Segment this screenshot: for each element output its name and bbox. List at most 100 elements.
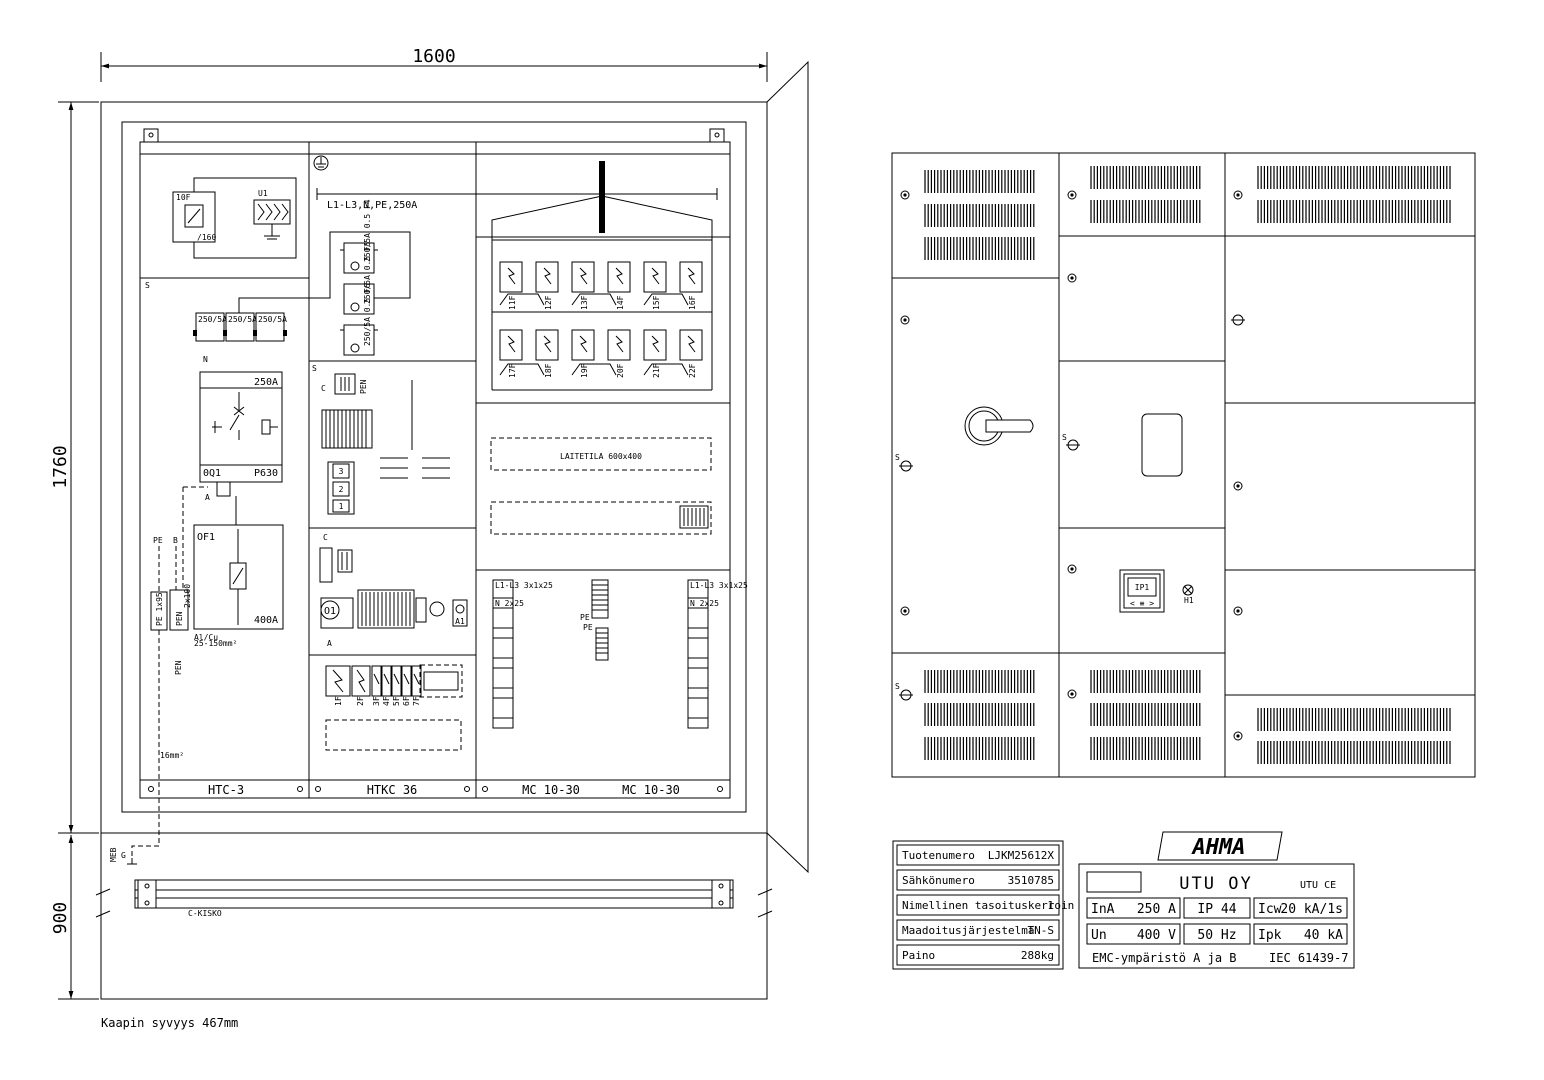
wire-label: 16mm²: [160, 751, 184, 760]
a-label: A: [327, 639, 332, 648]
product-table-label: Nimellinen tasoituskerroin: [902, 899, 1074, 912]
vent-grille: [1090, 670, 1201, 693]
pe-label: PE: [153, 536, 163, 545]
vent-grille: [1090, 200, 1201, 223]
depth-note: Kaapin syvyys 467mm: [101, 1016, 238, 1030]
product-table-label: Tuotenumero: [902, 849, 975, 862]
a1-label: A1: [455, 617, 465, 626]
pe-block-label: PE 1x95: [155, 592, 164, 626]
cable-note: 25-150mm²: [194, 639, 237, 648]
fuse-label: 19F: [580, 363, 589, 378]
fuse-label: 15F: [652, 295, 661, 310]
rating-cell: [1253, 923, 1348, 945]
busbar-label: L1-L3,N,PE,250A: [327, 200, 417, 211]
section-label: HTKC 36: [367, 783, 418, 797]
o1-label: O1: [324, 606, 336, 617]
s-mark: S: [895, 453, 900, 462]
fuse-label: 4F: [382, 696, 391, 706]
rating-value: 40 kA: [1304, 928, 1343, 943]
vent-grille: [924, 170, 1035, 193]
terminal-label: N 2x25: [495, 599, 524, 608]
cabinet-base: MEB G C-KISKO: [95, 847, 773, 918]
width-dimension: 1600: [412, 46, 455, 67]
fuse-label: 17F: [508, 363, 517, 378]
fuse-label: 18F: [544, 363, 553, 378]
q01-label: 0Q1: [203, 468, 221, 479]
door-lock-icon[interactable]: S: [895, 682, 913, 701]
fuse-label: 5F: [392, 696, 401, 706]
q01-rating: 250A: [254, 377, 278, 388]
lamp-number: 3: [339, 467, 344, 476]
rating-cell: [1183, 897, 1251, 919]
fuse-label: 250/5A 0.5 F6: [363, 283, 372, 346]
rating-name: Un: [1091, 928, 1107, 943]
terminal-strip-right: [687, 579, 709, 729]
htkc36-section: L1-L3,N,PE,250A 250/5A 0.5 F4 250/5A 0.5…: [312, 188, 718, 751]
product-table-row: [896, 894, 1060, 916]
rating-name: InA: [1091, 902, 1115, 917]
fuse-label: 21F: [652, 363, 661, 378]
fuse-label: 16F: [688, 295, 697, 310]
meb-label: MEB: [109, 847, 118, 862]
lamp-label: H1: [1184, 596, 1194, 605]
section-label: MC 10-30: [622, 783, 680, 797]
fuse-label: 7F: [412, 696, 421, 706]
fuse-label: 1F: [334, 696, 343, 706]
fuse-label: 2F: [356, 696, 365, 706]
vent-grille: [924, 204, 1035, 227]
indicator-lamp-icon: H1: [1182, 584, 1194, 605]
fuse-label: 20F: [616, 363, 625, 378]
product-table-label: Sähkönumero: [902, 874, 975, 887]
rating-value: 400 V: [1137, 928, 1176, 943]
fuse-label: 6F: [402, 696, 411, 706]
b-label: B: [173, 536, 178, 545]
terminal-label: L1-L3 3x1x25: [495, 581, 553, 590]
fuse-label: 14F: [616, 295, 625, 310]
product-table-row: [896, 869, 1060, 891]
s-marker: S: [312, 364, 317, 373]
main-switch-0q1: 250A 0Q1 P630 A: [199, 371, 283, 502]
door-lock-icon[interactable]: S: [895, 453, 913, 472]
pen-label: PEN: [359, 379, 368, 394]
rating-name: Icw: [1258, 902, 1282, 917]
rating-name: Ipk: [1258, 928, 1282, 943]
s-mark: S: [895, 682, 900, 691]
laitetila-label: LAITETILA 600x400: [560, 452, 642, 461]
vent-grille: [924, 737, 1035, 760]
product-table-label: Paino: [902, 949, 935, 962]
rating-value: 250 A: [1137, 902, 1176, 917]
main-switch-handle[interactable]: [964, 406, 1034, 446]
pe-label: PE: [583, 623, 593, 632]
section-labels: HTC-3 HTKC 36 MC 10-30 MC 10-30: [208, 783, 680, 797]
fuse-label: 250/5A 0.5 F4: [363, 199, 372, 262]
c-label: C: [321, 384, 326, 393]
product-table-value: TN-S: [1028, 924, 1055, 937]
n-label: N: [203, 355, 208, 364]
product-table-row: [896, 944, 1060, 966]
vent-grille: [1090, 166, 1201, 189]
of1-label: OF1: [197, 532, 215, 543]
vent-grille: [924, 670, 1035, 693]
component-label: /160: [197, 233, 216, 242]
section-label: MC 10-30: [522, 783, 580, 797]
vent-grille: [1090, 703, 1201, 726]
htc3-section: 10F /160 U1 S 250/5A 250/5A 250/5A N: [131, 155, 411, 858]
product-table-row: [896, 844, 1060, 866]
fuse-label: 13F: [580, 295, 589, 310]
rating-cell: [1086, 923, 1181, 945]
fuse-label: 250/5A: [228, 315, 257, 324]
rating-cell: [1183, 923, 1251, 945]
rating-value: 50 Hz: [1197, 928, 1236, 943]
rating-cell: [1253, 897, 1348, 919]
energy-meter[interactable]: IP1 < ≡ >: [1119, 569, 1165, 613]
rating-cell: [1086, 897, 1181, 919]
product-table-value: 3510785: [1008, 874, 1054, 887]
vent-grille: [924, 703, 1035, 726]
s-mark: S: [1062, 433, 1067, 442]
door-lock-icon[interactable]: S: [1062, 433, 1080, 451]
fuse-label: 250/5A: [258, 315, 287, 324]
door-lock-icon[interactable]: [1231, 314, 1245, 326]
fuse-label: 12F: [544, 295, 553, 310]
a-label: A: [205, 493, 210, 502]
rating-value: 20 kA/1s: [1280, 902, 1343, 917]
